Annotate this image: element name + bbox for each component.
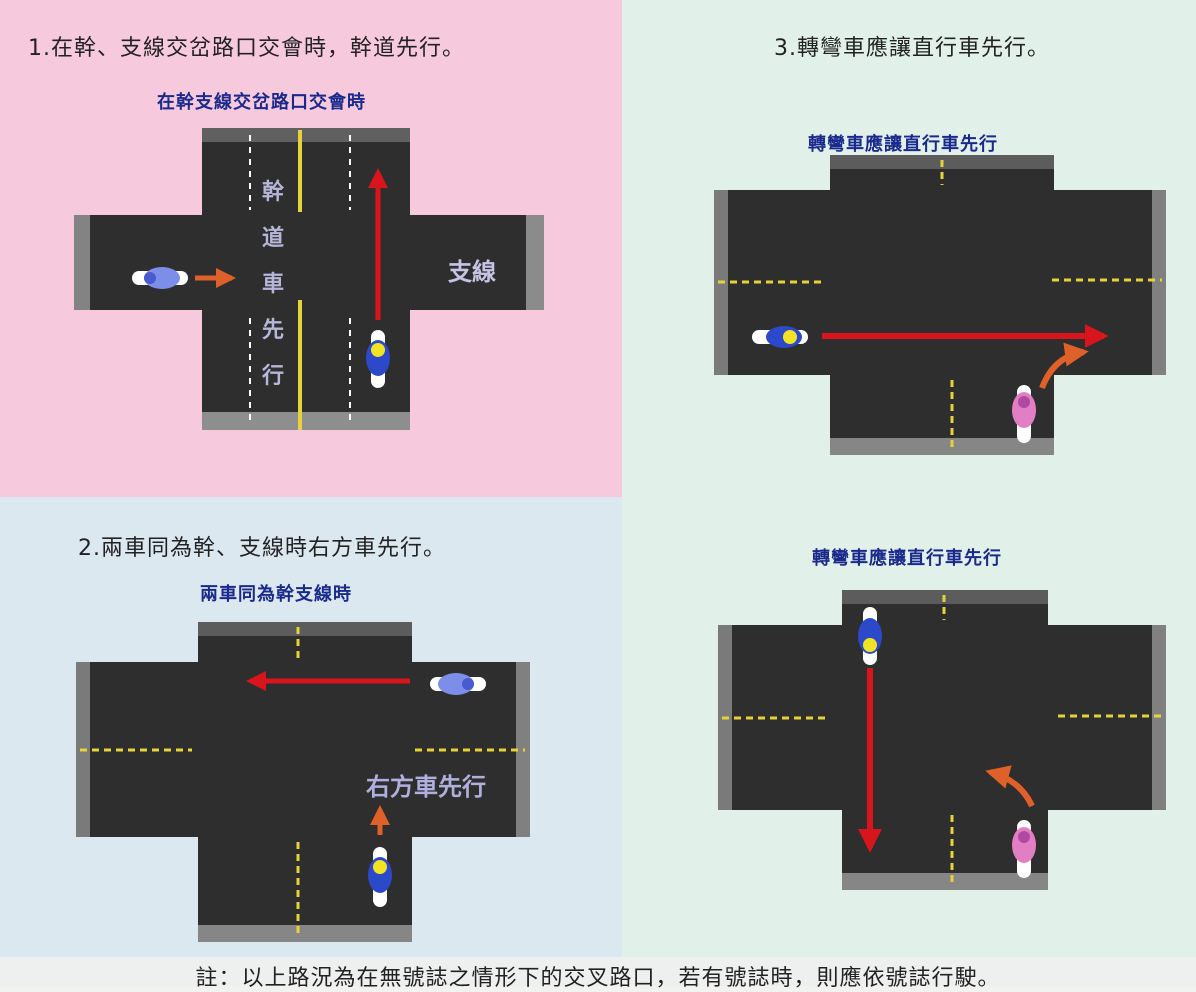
turn-arrow-icon [1039,342,1089,390]
turning-diagram-bottom [718,590,1166,890]
branch-road-label: 支線 [448,258,496,286]
panel1-heading: 1.在幹、支線交岔路口交會時，幹道先行。 [28,36,465,61]
turning-diagram-top [714,155,1166,455]
panel2-caption: 兩車同為幹支線時 [200,584,352,605]
scooter-blue-icon [366,330,390,388]
scooter-blue-icon [368,847,392,907]
main-road-label-char: 幹 [262,180,285,205]
panel1-caption: 在幹支線交岔路口交會時 [157,92,366,113]
main-road-label: 幹 道 車 先 行 [262,170,284,400]
panel3-heading: 3.轉彎車應讓直行車先行。 [774,36,1050,61]
panel3-caption-top: 轉彎車應讓直行車先行 [808,134,998,155]
scooter-blue-icon [752,326,808,348]
panel-right-side-priority: 2.兩車同為幹、支線時右方車先行。 兩車同為幹支線時 右方車先行 [0,497,640,957]
scooter-blue-icon [430,673,486,695]
scooter-pink-icon [1012,820,1036,878]
main-road-label-char: 先 [262,318,285,343]
main-road-label-char: 車 [262,272,285,297]
panel3-intersection-diagrams [714,155,1166,890]
right-side-vehicle-label: 右方車先行 [366,773,486,801]
panel-main-vs-branch: 1.在幹、支線交岔路口交會時，幹道先行。 在幹支線交岔路口交會時 [0,0,622,497]
main-road-label-char: 行 [262,364,285,389]
panel2-heading: 2.兩車同為幹、支線時右方車先行。 [78,536,446,561]
panel-turning-yields: 3.轉彎車應讓直行車先行。 轉彎車應讓直行車先行 轉彎車應讓直行車先行 [622,0,1196,957]
scooter-pink-icon [1012,385,1036,443]
panel2-intersection-diagram [76,622,530,942]
scooter-blue-icon [858,607,882,665]
branch-road [74,215,544,310]
panel3-caption-bottom: 轉彎車應讓直行車先行 [812,548,1002,569]
footer: 註：以上路況為在無號誌之情形下的交叉路口，若有號誌時，則應依號誌行駛。 [0,957,1196,991]
turn-arrow-icon [985,765,1035,808]
panel1-intersection-diagram [74,128,544,430]
footer-note: 註：以上路況為在無號誌之情形下的交叉路口，若有號誌時，則應依號誌行駛。 [195,966,1001,991]
scooter-blue-icon [132,267,188,289]
main-road-label-char: 道 [262,226,285,251]
